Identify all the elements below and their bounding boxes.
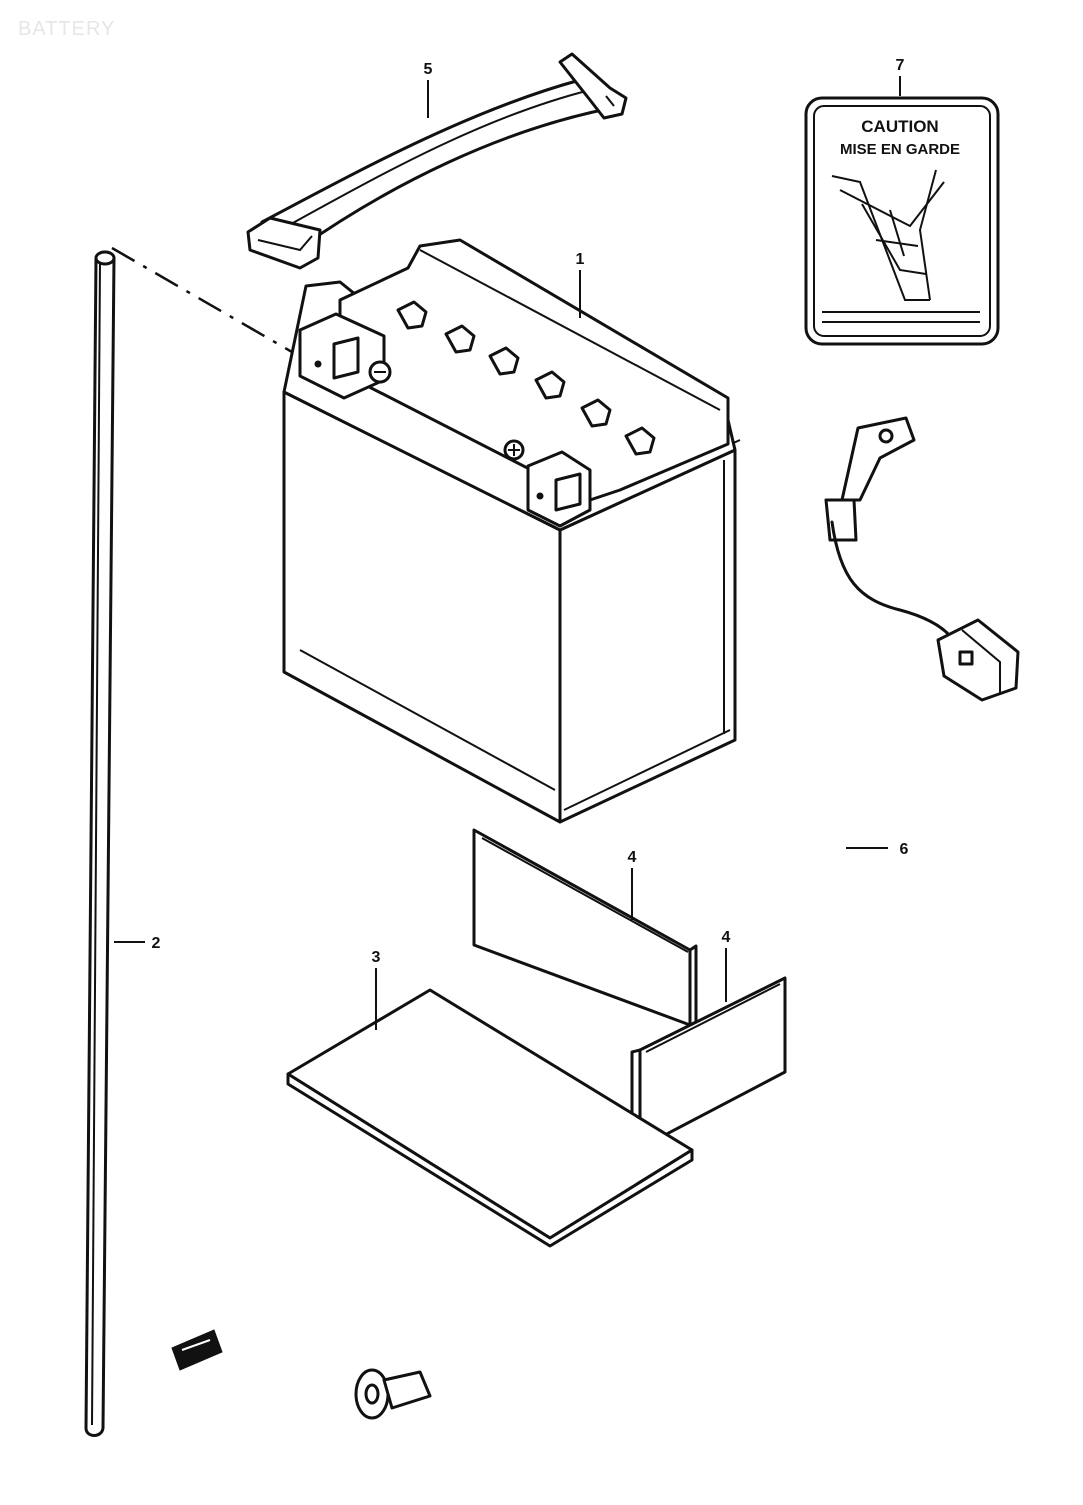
leader-lines (114, 76, 901, 1030)
battery-pad-part-4-upper (472, 828, 698, 1027)
callout-6: 6 (900, 841, 909, 858)
callout-2: 2 (152, 935, 161, 952)
cell-caps (396, 300, 656, 456)
diagram-title: BATTERY (18, 18, 116, 40)
positive-terminal (503, 439, 592, 528)
vent-tube-part-2 (84, 250, 116, 1437)
callout-4-lower: 4 (722, 929, 731, 946)
callout-1: 1 (576, 251, 585, 268)
caution-label-part-7: CAUTION MISE EN GARDE (804, 96, 1000, 346)
battery-tray-plate-part-3 (286, 988, 694, 1248)
tube-connection-dashline (111, 246, 293, 354)
battery-part-1 (282, 238, 741, 824)
negative-terminal (298, 312, 392, 400)
battery-strap-part-5 (246, 52, 628, 270)
caution-text: CAUTION (861, 117, 938, 136)
ring-terminal (354, 1368, 432, 1420)
battery-cable-part-6 (354, 416, 1020, 1420)
cable-coupler (936, 618, 1020, 702)
parts-logo-mark (171, 1329, 223, 1371)
callout-5: 5 (424, 61, 433, 78)
mise-en-garde-text: MISE EN GARDE (840, 141, 960, 158)
callout-7: 7 (896, 57, 905, 74)
battery-pad-part-4-lower (630, 976, 787, 1150)
caution-pictogram (822, 169, 980, 323)
callout-3: 3 (372, 949, 381, 966)
callout-4-upper: 4 (628, 849, 637, 866)
